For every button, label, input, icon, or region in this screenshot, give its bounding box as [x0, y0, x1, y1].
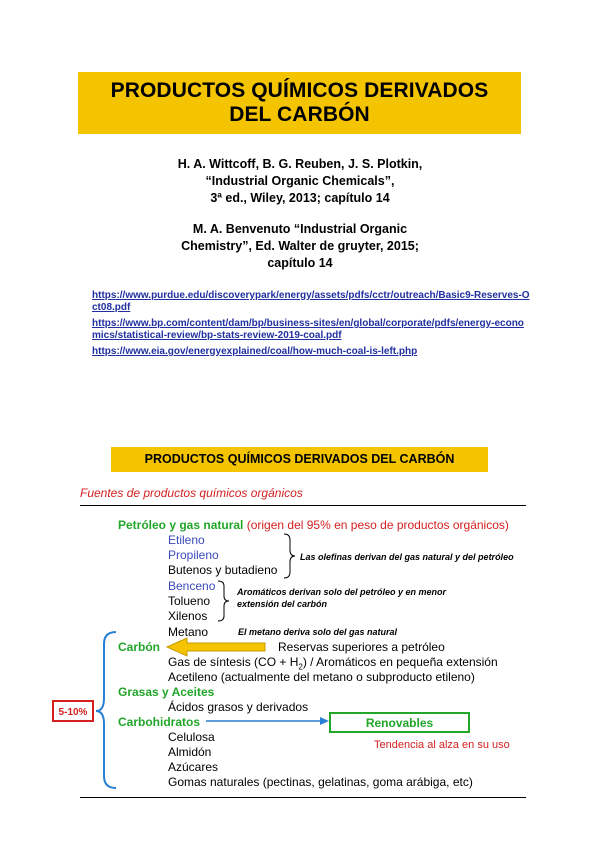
section-subtitle: Fuentes de productos químicos orgánicos — [80, 486, 303, 500]
title-line-2: DEL CARBÓN — [229, 103, 370, 126]
gas-sintesis-text: Gas de síntesis (CO + H — [168, 655, 299, 669]
carbohidratos-label: Carbohidratos — [118, 715, 201, 729]
carbon-label: Carbón — [118, 640, 160, 654]
section-title: PRODUCTOS QUÍMICOS DERIVADOS DEL CARBÓN — [144, 452, 455, 466]
aromatic-benceno: Benceno — [168, 579, 216, 593]
carbo-almidon: Almidón — [168, 745, 212, 759]
carbo-azucares: Azúcares — [168, 760, 219, 774]
carbon-arrow — [165, 637, 266, 657]
carbo-celulosa: Celulosa — [168, 730, 215, 744]
olefins-note: Las olefinas derivan del gas natural y d… — [300, 552, 514, 562]
page-title: PRODUCTOS QUÍMICOS DERIVADOS DEL CARBÓN — [78, 79, 521, 127]
metano-note: El metano deriva solo del gas natural — [238, 627, 398, 637]
divider-top — [80, 505, 526, 506]
reference-1-line-3: 3ª ed., Wiley, 2013; capítulo 14 — [210, 191, 390, 205]
links-list: https://www.purdue.edu/discoverypark/ene… — [92, 290, 532, 362]
aromatic-xilenos: Xilenos — [168, 609, 208, 623]
olefins-brace — [283, 533, 296, 579]
percent-label: 5-10% — [58, 707, 88, 718]
percent-box: 5-10% — [52, 700, 94, 722]
olefin-propileno: Propileno — [168, 548, 219, 562]
petroleo-line: Petróleo y gas natural (origen del 95% e… — [118, 518, 509, 533]
olefin-etileno: Etileno — [168, 533, 205, 547]
gas-sintesis-rest: ) / Aromáticos en pequeña extensión — [302, 655, 498, 669]
reference-2: M. A. Benvenuto “Industrial Organic Chem… — [60, 221, 540, 272]
reference-1-line-1: H. A. Wittcoff, B. G. Reuben, J. S. Plot… — [177, 157, 423, 171]
petroleo-label: Petróleo y gas natural — [118, 518, 244, 532]
acidos-grasos: Ácidos grasos y derivados — [168, 700, 309, 714]
gas-sintesis: Gas de síntesis (CO + H2) / Aromáticos e… — [168, 655, 498, 674]
aromatic-tolueno: Tolueno — [168, 594, 211, 608]
link-eia[interactable]: https://www.eia.gov/energyexplained/coal… — [92, 346, 418, 357]
reference-2-line-2: Chemistry”, Ed. Walter de gruyter, 2015; — [181, 239, 419, 253]
reference-1: H. A. Wittcoff, B. G. Reuben, J. S. Plot… — [60, 156, 540, 207]
gas-sintesis-sub: 2 — [298, 662, 303, 672]
divider-bottom — [80, 797, 526, 798]
renovables-arrow-head — [320, 717, 329, 725]
link-purdue[interactable]: https://www.purdue.edu/discoverypark/ene… — [92, 290, 530, 313]
olefin-butenos: Butenos y butadieno — [168, 563, 278, 577]
renewables-brace — [95, 631, 117, 789]
petroleo-note: (origen del 95% en peso de productos org… — [246, 518, 509, 532]
title-line-1: PRODUCTOS QUÍMICOS DERIVADOS — [110, 79, 489, 102]
aromatics-note-1: Aromáticos derivan solo del petróleo y e… — [237, 587, 447, 597]
metano: Metano — [168, 625, 209, 639]
tendencia-note: Tendencia al alza en su uso — [374, 739, 510, 751]
carbon-note: Reservas superiores a petróleo — [278, 640, 445, 654]
reference-2-line-1: M. A. Benvenuto “Industrial Organic — [192, 222, 408, 236]
aromatics-brace — [217, 580, 230, 622]
link-bp[interactable]: https://www.bp.com/content/dam/bp/busine… — [92, 318, 524, 341]
renovables-box: Renovables — [329, 712, 470, 733]
title-banner — [78, 72, 521, 134]
aromatics-note-2: extensión del carbón — [237, 599, 328, 609]
renovables-label: Renovables — [365, 716, 434, 730]
section-banner — [111, 447, 488, 472]
acetileno: Acetileno (actualmente del metano o subp… — [168, 670, 475, 684]
carbo-gomas: Gomas naturales (pectinas, gelatinas, go… — [168, 775, 473, 789]
reference-2-line-3: capítulo 14 — [267, 256, 333, 270]
grasas-label: Grasas y Aceites — [118, 685, 215, 699]
reference-1-line-2: “Industrial Organic Chemicals”, — [205, 174, 395, 188]
